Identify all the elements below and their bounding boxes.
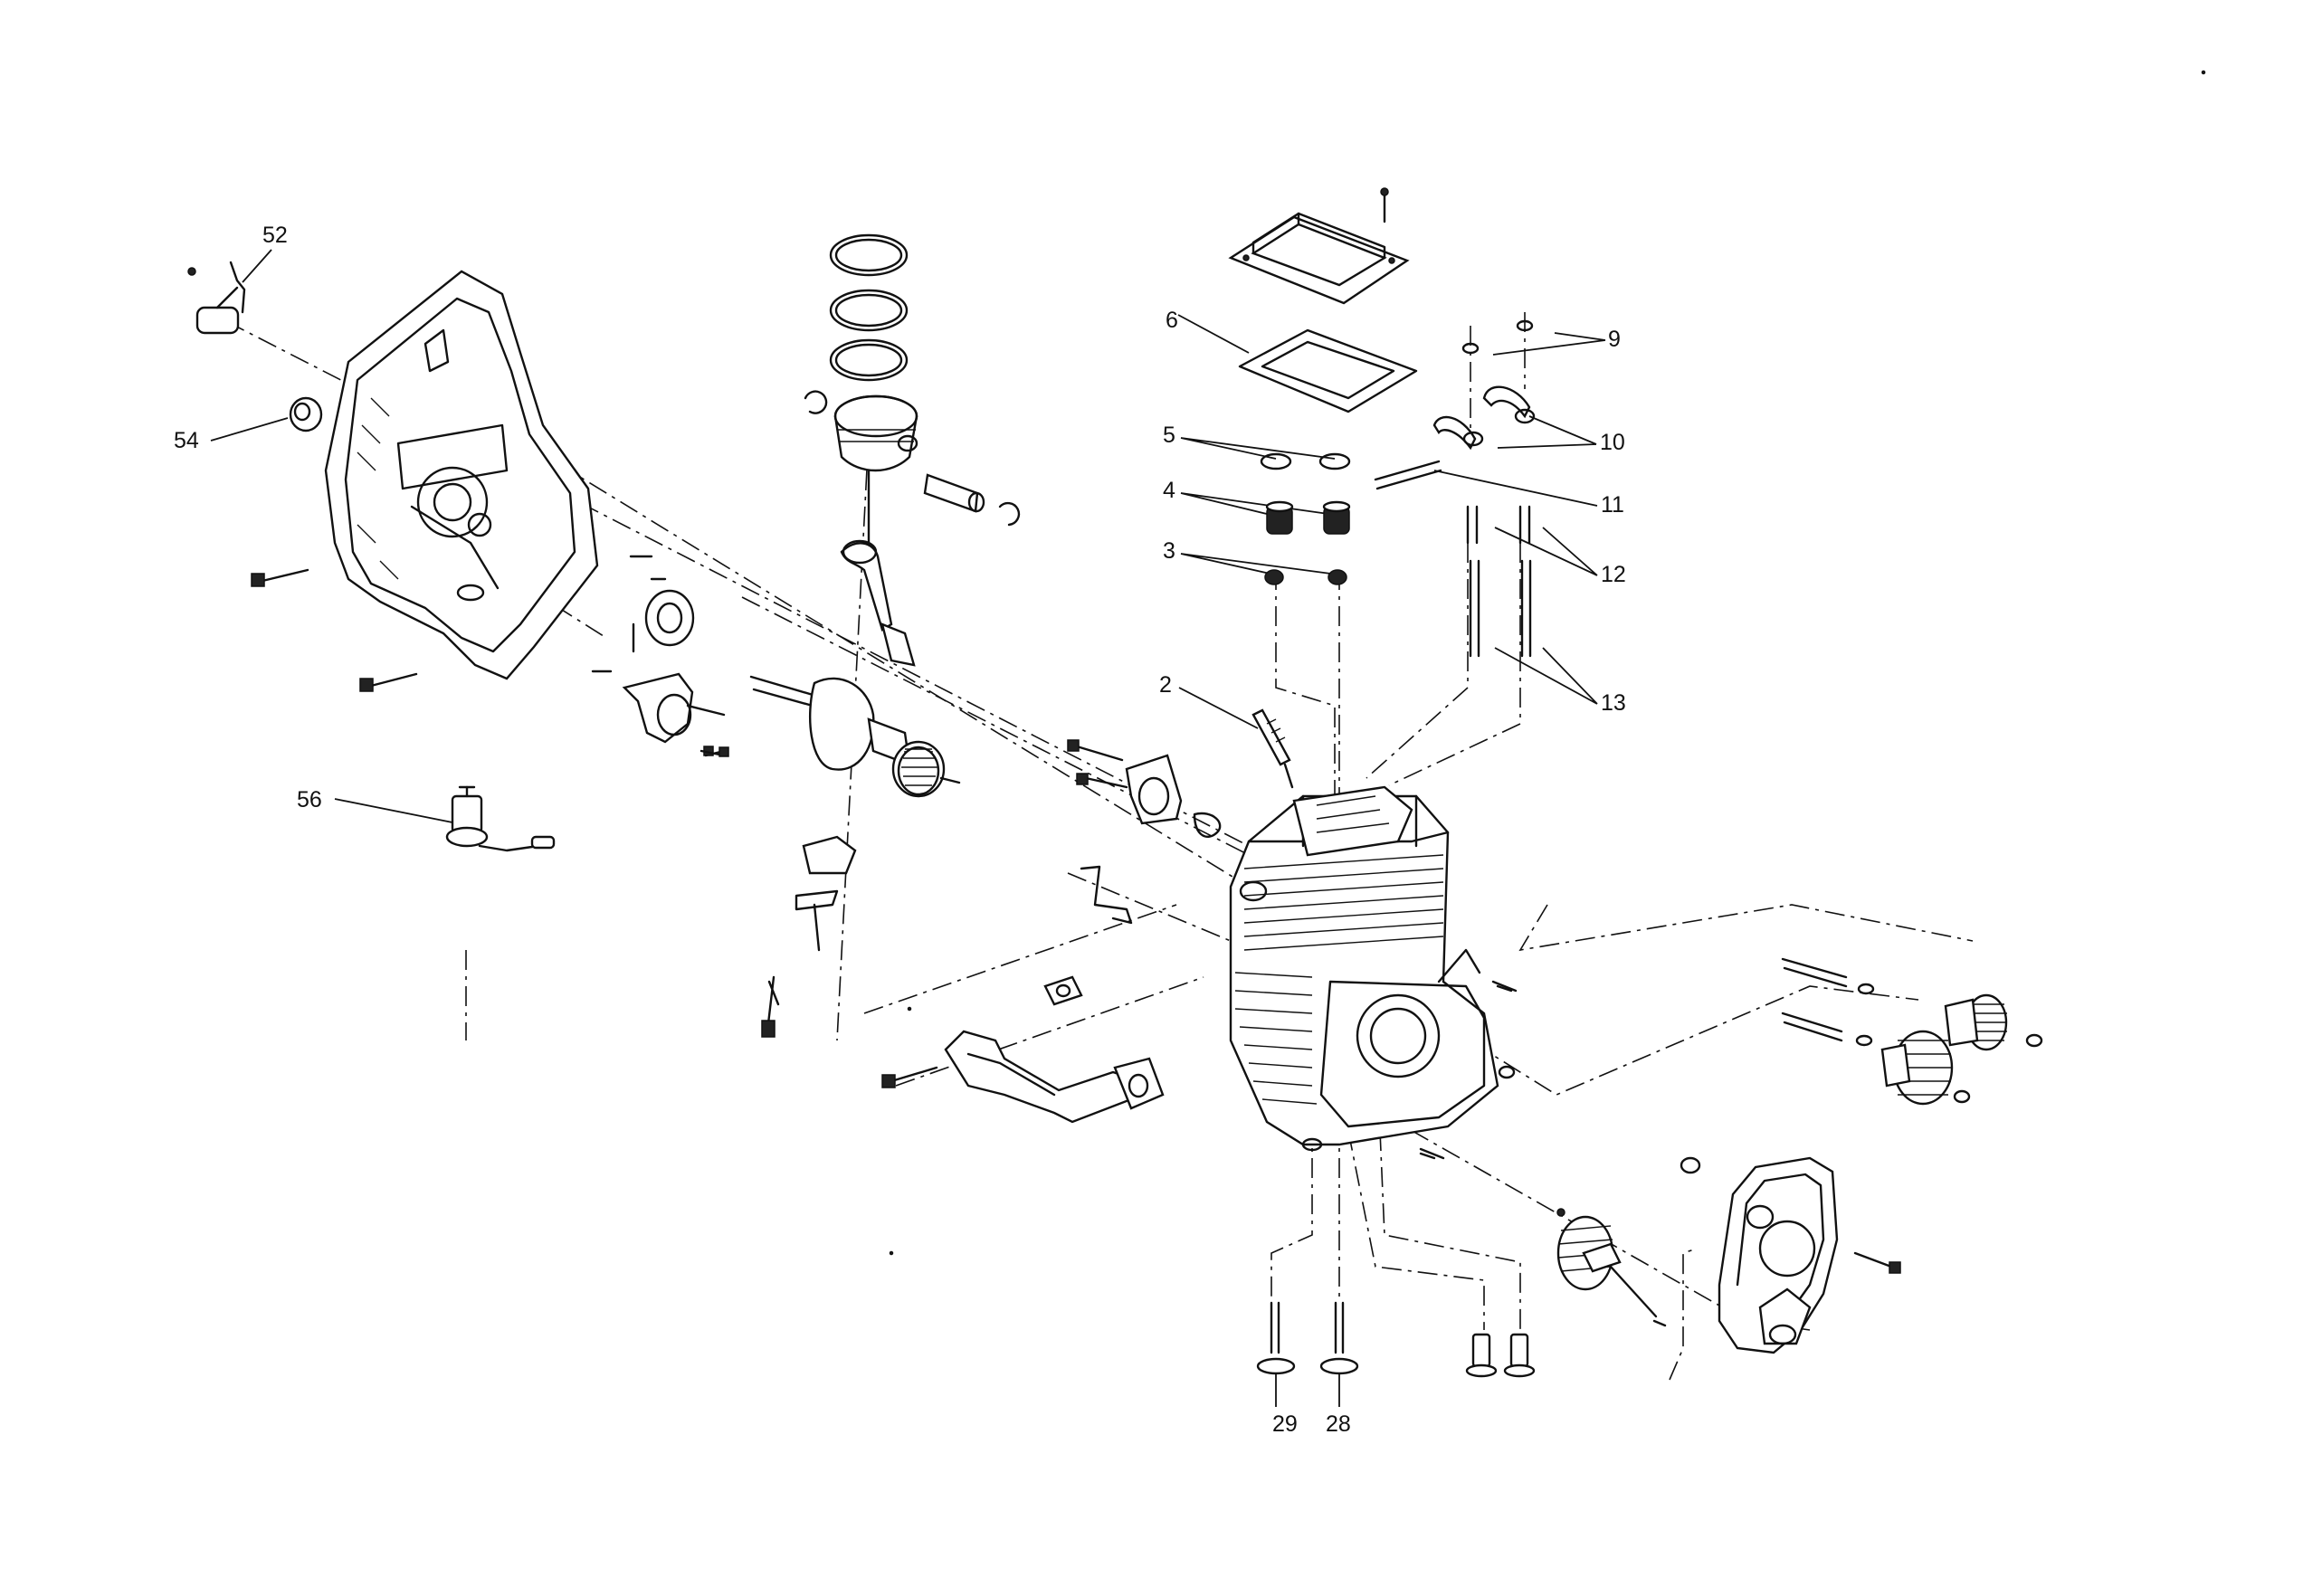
part-54-bushing <box>289 396 323 432</box>
piston-rings <box>829 233 909 382</box>
governor-bracket <box>622 672 729 757</box>
cover-bolts <box>251 568 726 757</box>
callout-12: 12 <box>1601 562 1626 587</box>
block-side-studs <box>1419 980 1518 1160</box>
cylinder-block <box>1229 785 1499 1152</box>
callout-11: 11 <box>1601 492 1624 518</box>
callout-54: 54 <box>174 428 199 453</box>
callout-13: 13 <box>1601 690 1626 716</box>
rod-cap <box>795 835 857 952</box>
ignition-coil <box>1067 739 1222 838</box>
intake-bracket <box>1080 865 1133 925</box>
part-52-governor-arm <box>187 261 246 335</box>
dowel-pins <box>591 555 1513 1160</box>
studs-pushrods <box>1466 505 1532 658</box>
piston <box>804 390 1021 527</box>
oil-slinger <box>1556 1208 1667 1327</box>
gear-cover <box>1680 1156 1901 1354</box>
rocker-arms <box>1432 319 1536 451</box>
connecting-rod <box>840 469 916 667</box>
part-6-gasket <box>1238 328 1418 413</box>
callout-10: 10 <box>1600 430 1625 455</box>
crankcase-cover <box>324 270 599 680</box>
callout-2: 2 <box>1159 672 1172 698</box>
exhaust-pipe <box>881 975 1165 1124</box>
callout-29: 29 <box>1272 1411 1298 1437</box>
long-bolt <box>761 975 780 1038</box>
main-bearing <box>632 577 695 653</box>
stray-marks <box>889 70 2206 1256</box>
part-56-oil-sensor <box>445 785 556 852</box>
valve-spring-assemblies <box>1260 452 1351 585</box>
crank-timing-gear <box>897 746 940 796</box>
valve-lifters <box>1256 1301 1536 1407</box>
callout-52: 52 <box>262 223 288 248</box>
callout-28: 28 <box>1326 1411 1351 1437</box>
callout-labels: 52 54 56 6 5 4 3 2 9 10 11 12 13 29 28 <box>174 223 1626 1437</box>
part-11-rocker-shaft <box>1374 460 1442 490</box>
callout-5: 5 <box>1163 423 1175 448</box>
callout-6: 6 <box>1166 308 1178 333</box>
camshaft-gears <box>1781 957 2043 1106</box>
leader-lines <box>210 249 1606 824</box>
callout-4: 4 <box>1163 478 1175 503</box>
part-2-spark-plug <box>1251 708 1294 789</box>
callout-9: 9 <box>1608 327 1621 352</box>
callout-3: 3 <box>1163 538 1175 564</box>
valve-cover <box>1228 187 1410 305</box>
callout-56: 56 <box>297 787 322 812</box>
